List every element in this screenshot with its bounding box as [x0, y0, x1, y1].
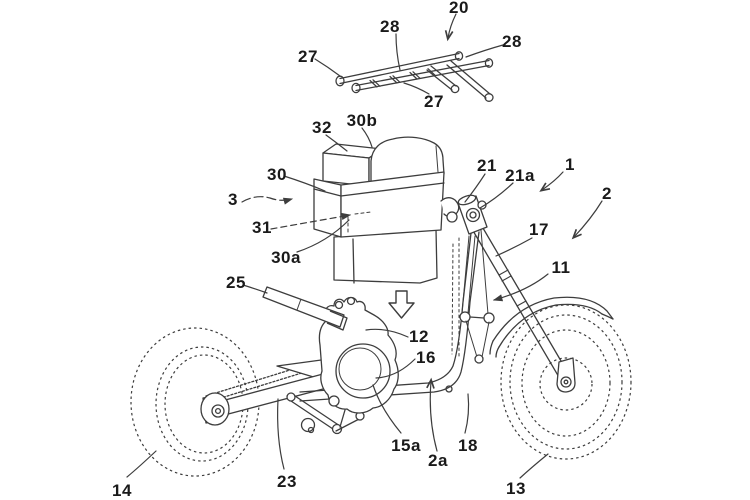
tube-end-cap: [351, 82, 361, 94]
battery-pack-30: [313, 136, 460, 284]
part-label-25: 25: [226, 273, 246, 292]
part-label-11: 11: [552, 258, 571, 277]
part-label-18: 18: [458, 436, 478, 455]
part-label-20: 20: [449, 0, 469, 17]
part-label-16: 16: [416, 348, 436, 367]
part-label-28-right: 28: [502, 32, 522, 51]
tube-end-cap: [450, 84, 460, 94]
leader-lines: [126, 13, 603, 479]
reference-labels: 20 28 28 27 27 32 30b 30 3 31 30a 25 12 …: [112, 0, 612, 500]
down-arrow-icon: [388, 290, 415, 319]
front-wheel-13: [500, 304, 632, 460]
tube-end-cap: [454, 51, 464, 61]
part-label-15a: 15a: [391, 436, 421, 455]
swingarm-23: [200, 357, 365, 435]
part-label-30: 30: [267, 165, 287, 184]
part-label-1: 1: [565, 155, 575, 174]
carrier-frame-20: [335, 51, 494, 102]
part-label-13: 13: [506, 479, 526, 498]
part-label-14: 14: [112, 481, 132, 500]
part-label-2: 2: [602, 184, 612, 203]
part-label-27-left: 27: [298, 47, 318, 66]
arrow-3: [241, 196, 294, 205]
arrow-31: [270, 212, 352, 230]
part-label-31: 31: [252, 218, 272, 237]
arrow-2: [571, 200, 603, 240]
tube-end-cap: [484, 93, 494, 102]
part-label-30a: 30a: [271, 248, 301, 267]
battery-pedestal-30a: [333, 228, 438, 284]
front-fender-11: [489, 296, 614, 358]
part-label-32: 32: [312, 118, 332, 137]
arrow-2a: [426, 377, 438, 452]
part-label-2a: 2a: [428, 451, 448, 470]
part-label-21: 21: [477, 156, 497, 175]
arrow-11: [492, 273, 549, 302]
part-label-30b: 30b: [347, 111, 378, 130]
battery-dome-30b: [370, 136, 445, 184]
arrow-1: [539, 171, 564, 192]
part-label-12: 12: [409, 327, 429, 346]
tube-end-cap: [484, 58, 494, 68]
part-label-23: 23: [277, 472, 297, 491]
part-label-28-left: 28: [380, 17, 400, 36]
front-fork-17: [457, 194, 576, 393]
battery-front-face: [340, 171, 445, 238]
arrow-20: [444, 13, 457, 42]
part-label-27-bottom: 27: [424, 92, 444, 111]
part-label-17: 17: [529, 220, 549, 239]
motor-cover-16: [335, 343, 391, 399]
tube-end-cap: [335, 75, 345, 87]
part-label-3: 3: [228, 190, 238, 209]
part-label-21a: 21a: [505, 166, 535, 185]
bracket-tube-25: [262, 286, 348, 331]
